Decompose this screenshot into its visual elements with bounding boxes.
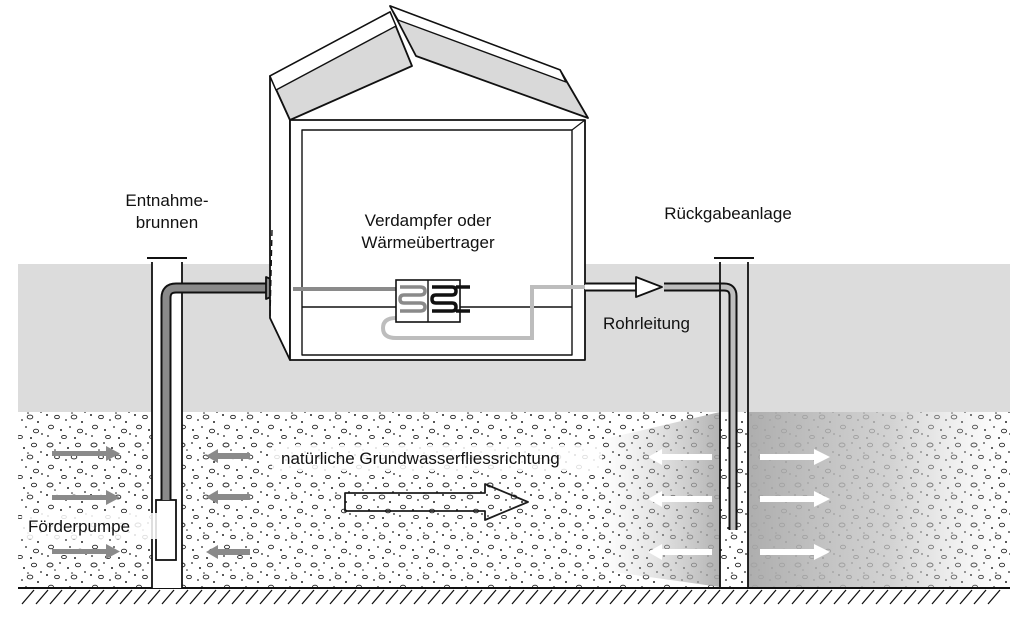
label-rueckgabeanlage: Rückgabeanlage xyxy=(664,204,792,223)
label-verdampfer-1: Verdampfer oder xyxy=(365,211,492,230)
inflow-arrows-extraction xyxy=(206,449,250,559)
return-well xyxy=(714,257,754,588)
label-entnahmebrunnen-1: Entnahme- xyxy=(125,191,208,210)
outflow-arrows-left-of-return xyxy=(648,449,712,560)
label-verdampfer-2: Wärmeübertrager xyxy=(361,233,495,252)
return-pipe-in-house xyxy=(380,285,590,340)
natural-flow-arrows-left xyxy=(52,446,120,559)
label-grundwasserfliessrichtung: natürliche Grundwasserfliessrichtung xyxy=(281,449,560,468)
label-entnahmebrunnen-2: brunnen xyxy=(136,213,198,232)
house xyxy=(269,5,589,361)
return-arrow-head xyxy=(635,276,663,298)
outflow-arrows-right-of-return xyxy=(760,449,830,560)
natural-flow-arrow xyxy=(344,483,529,521)
heat-exchanger xyxy=(395,279,470,323)
label-foerderpumpe: Förderpumpe xyxy=(28,517,130,536)
label-rohrleitung: Rohrleitung xyxy=(603,314,690,333)
aquifer-base-hatching xyxy=(21,589,1001,605)
